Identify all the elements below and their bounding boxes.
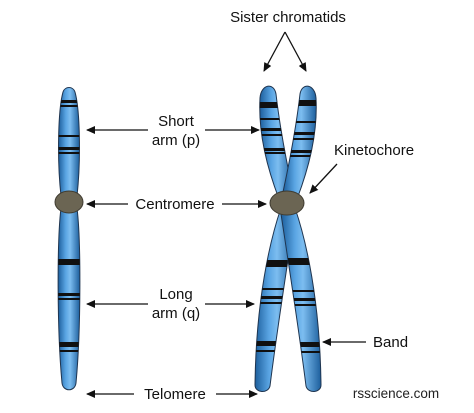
- sister-chromatids-arrow-right: [284, 31, 307, 72]
- kinetochore-arrow: [309, 163, 338, 194]
- sister-chromatids-label: Sister chromatids: [230, 9, 346, 26]
- sister-chromatids-arrow-left: [263, 31, 286, 72]
- short-arm-bands: [58, 100, 80, 154]
- telomere-label: Telomere: [144, 386, 206, 403]
- long-arm-label-line1: Long: [159, 286, 192, 303]
- single-chromosome: [54, 87, 84, 391]
- kinetochore-label: Kinetochore: [334, 142, 414, 159]
- centromere-label: Centromere: [135, 196, 214, 213]
- band-label: Band: [373, 334, 408, 351]
- watermark-text: rsscience.com: [353, 386, 439, 401]
- single-chromosome-long-arm: [57, 207, 81, 391]
- single-centromere: [54, 190, 84, 214]
- single-chromosome-short-arm: [58, 87, 80, 197]
- long-arm-label-line2: arm (q): [152, 305, 200, 322]
- pointer-arrows: [86, 31, 366, 398]
- duplicated-chromosome: [254, 85, 322, 392]
- chromatid-left-short-arm: [259, 85, 294, 200]
- labels: Sister chromatids Short arm (p) Kinetoch…: [135, 9, 439, 403]
- chromatid-left-long-arm: [254, 207, 296, 392]
- chromatid-right-short-arm: [282, 85, 317, 200]
- short-arm-label-line2: arm (p): [152, 132, 200, 149]
- chromatid-right-long-arm: [280, 207, 322, 392]
- duplicated-centromere: [269, 190, 305, 216]
- short-arm-label-line1: Short: [158, 113, 195, 130]
- long-arm-bands: [58, 259, 80, 352]
